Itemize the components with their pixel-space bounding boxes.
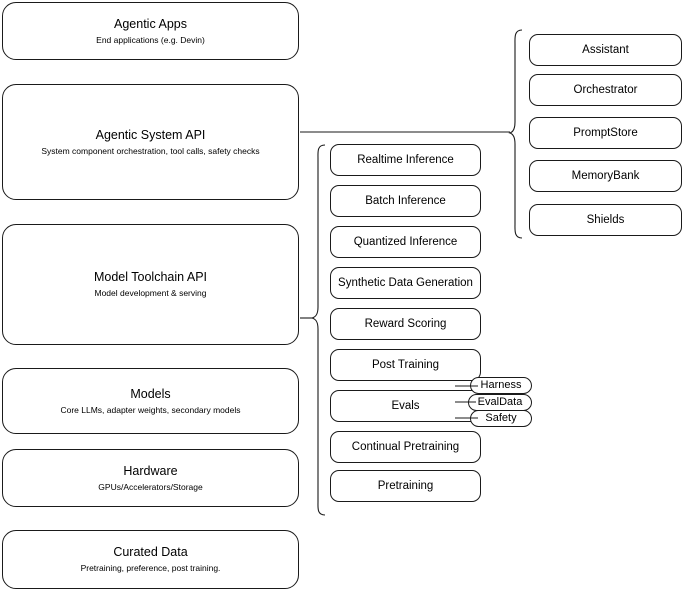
- evals-subcomponent-label: EvalData: [477, 396, 523, 408]
- system-box-label: Orchestrator: [573, 84, 638, 96]
- toolchain-box-pretraining[interactable]: Pretraining: [330, 470, 481, 502]
- toolchain-box-label: Reward Scoring: [364, 318, 447, 330]
- system-box-shields[interactable]: Shields: [529, 204, 682, 236]
- toolchain-box-quantized-inference[interactable]: Quantized Inference: [330, 226, 481, 258]
- layer-title: Model Toolchain API: [93, 270, 208, 284]
- toolchain-box-post-training[interactable]: Post Training: [330, 349, 481, 381]
- layer-title: Models: [130, 386, 171, 401]
- system-box-promptstore[interactable]: PromptStore: [529, 117, 682, 149]
- system-box-label: Assistant: [582, 44, 629, 56]
- toolchain-box-label: Continual Pretraining: [351, 441, 460, 453]
- layer-title: Curated Data: [113, 545, 188, 559]
- layer-title: Agentic System API: [95, 127, 206, 142]
- toolchain-box-label: Quantized Inference: [353, 236, 458, 248]
- toolchain-box-continual-pretraining[interactable]: Continual Pretraining: [330, 431, 481, 463]
- brace-system-components: [508, 29, 523, 239]
- layer-box-agentic-apps[interactable]: Agentic Apps End applications (e.g. Devi…: [2, 2, 299, 60]
- layer-box-hardware[interactable]: Hardware GPUs/Accelerators/Storage: [2, 449, 299, 507]
- toolchain-box-realtime-inference[interactable]: Realtime Inference: [330, 144, 481, 176]
- layer-box-agentic-system-api[interactable]: Agentic System API System component orch…: [2, 84, 299, 200]
- toolchain-box-label: Evals: [391, 400, 420, 412]
- toolchain-box-evals[interactable]: Evals: [330, 390, 481, 422]
- toolchain-box-label: Batch Inference: [365, 195, 446, 207]
- layer-subtitle: End applications (e.g. Devin): [96, 34, 205, 45]
- toolchain-box-label: Post Training: [371, 359, 440, 371]
- layer-title: Hardware: [123, 463, 178, 478]
- system-box-label: MemoryBank: [571, 170, 640, 182]
- toolchain-box-synthetic-data-generation[interactable]: Synthetic Data Generation: [330, 267, 481, 299]
- evals-subcomponent-label: Safety: [485, 412, 517, 424]
- layer-subtitle: Core LLMs, adapter weights, secondary mo…: [60, 404, 241, 415]
- system-box-label: PromptStore: [573, 127, 638, 139]
- evals-subcomponent-evaldata[interactable]: EvalData: [468, 394, 532, 411]
- evals-subcomponent-safety[interactable]: Safety: [470, 410, 532, 427]
- toolchain-box-label: Realtime Inference: [357, 154, 454, 166]
- system-box-orchestrator[interactable]: Orchestrator: [529, 74, 682, 106]
- layer-box-curated-data[interactable]: Curated Data Pretraining, preference, po…: [2, 530, 299, 589]
- layer-box-models[interactable]: Models Core LLMs, adapter weights, secon…: [2, 368, 299, 434]
- system-box-memorybank[interactable]: MemoryBank: [529, 160, 682, 192]
- system-box-label: Shields: [586, 214, 625, 226]
- brace-toolchain-components: [311, 144, 326, 516]
- toolchain-box-reward-scoring[interactable]: Reward Scoring: [330, 308, 481, 340]
- evals-subcomponent-label: Harness: [480, 379, 522, 391]
- toolchain-box-batch-inference[interactable]: Batch Inference: [330, 185, 481, 217]
- system-box-assistant[interactable]: Assistant: [529, 34, 682, 66]
- toolchain-box-label: Synthetic Data Generation: [338, 277, 473, 289]
- layer-subtitle: GPUs/Accelerators/Storage: [98, 481, 203, 492]
- toolchain-box-label: Pretraining: [377, 480, 434, 492]
- layer-box-model-toolchain-api[interactable]: Model Toolchain API Model development & …: [2, 224, 299, 345]
- layer-title: Agentic Apps: [114, 16, 187, 31]
- layer-subtitle: System component orchestration, tool cal…: [41, 145, 260, 156]
- layer-subtitle: Pretraining, preference, post training.: [80, 563, 221, 573]
- layer-subtitle: Model development & serving: [94, 288, 207, 298]
- evals-subcomponent-harness[interactable]: Harness: [470, 377, 532, 394]
